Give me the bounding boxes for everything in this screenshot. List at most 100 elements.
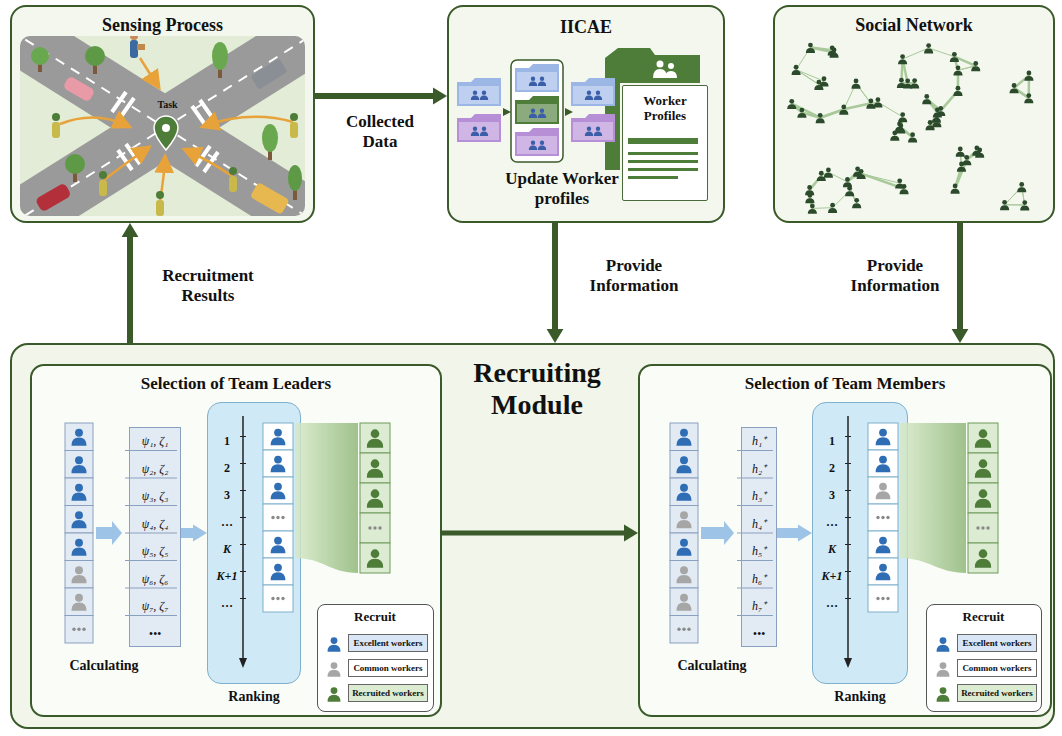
- network-link: [861, 174, 904, 189]
- person-icon: [596, 127, 600, 131]
- worker-cell: [360, 423, 390, 453]
- person-icon: [676, 575, 691, 583]
- worker-cell: [65, 478, 93, 506]
- folder-icon: [457, 78, 501, 106]
- folder-icon: [573, 122, 613, 140]
- person-icon: [879, 537, 887, 545]
- person-icon: [932, 122, 941, 127]
- rank-tick: [240, 571, 246, 572]
- street-scene: [20, 36, 305, 216]
- person-icon: [371, 549, 380, 558]
- person-icon: [676, 465, 691, 473]
- person-icon: [972, 151, 981, 156]
- person-icon: [879, 483, 887, 491]
- person-icon: [71, 548, 86, 556]
- person-icon: [956, 65, 961, 70]
- person-icon: [900, 112, 905, 117]
- ellipsis-dots: [876, 597, 879, 600]
- person-icon: [908, 138, 917, 143]
- node-text: •••: [742, 621, 776, 649]
- person-icon: [471, 95, 479, 100]
- legend-text: Common workers: [957, 659, 1037, 677]
- swatch-icon: [324, 633, 344, 653]
- person-icon: [680, 539, 688, 547]
- person-icon: [938, 106, 943, 111]
- network-link: [1005, 204, 1025, 205]
- person-icon: [817, 176, 826, 181]
- value-column: h₁⁺h₂⁺h₃⁺h₄⁺h₅⁺h₆⁺h₇⁺•••: [741, 427, 777, 647]
- rank-tick: [240, 436, 246, 437]
- person-icon: [1020, 205, 1029, 210]
- node-text: h₁⁺: [742, 428, 776, 456]
- ellipsis-dots: [281, 516, 284, 519]
- person-icon: [797, 113, 806, 118]
- person-icon: [819, 171, 824, 176]
- swatch-icon: [324, 683, 344, 703]
- person-icon: [531, 77, 535, 81]
- cell-line: [737, 478, 773, 479]
- person-icon: [937, 645, 950, 652]
- recruit-legend-box: RecruitExcellent workersCommon workersRe…: [926, 604, 1042, 712]
- person-icon: [830, 203, 835, 208]
- folder-icon: [571, 78, 615, 106]
- person-icon: [806, 48, 815, 53]
- ellipsis-dots: [276, 597, 279, 600]
- cell-line: [125, 615, 177, 616]
- node-text: ψ₆, ζ₆: [130, 566, 180, 594]
- person-icon: [851, 84, 860, 89]
- value-column: ψ₁, ζ₁ψ₂, ζ₂ψ₃, ζ₃ψ₄, ζ₄ψ₅, ζ₅ψ₆, ζ₆ψ₇, …: [129, 427, 181, 647]
- person-icon: [676, 438, 691, 446]
- connector-line: [127, 236, 133, 343]
- node-text: 3: [815, 482, 849, 509]
- cell-line: [125, 450, 177, 451]
- person-icon: [538, 113, 546, 118]
- person-icon: [75, 429, 83, 437]
- person-icon: [540, 109, 544, 113]
- person-icon: [928, 120, 933, 125]
- person-icon: [903, 84, 912, 89]
- person-icon: [529, 145, 537, 150]
- node-text: ψ₇, ζ₇: [130, 593, 180, 621]
- person-icon: [274, 456, 282, 464]
- person-icon: [328, 695, 341, 702]
- person-icon: [952, 52, 957, 57]
- rank-tick: [845, 490, 851, 491]
- swatch-icon: [933, 633, 953, 653]
- arrow-head: [433, 88, 447, 105]
- legend-text: Excellent workers: [348, 634, 428, 652]
- person-icon: [973, 61, 978, 66]
- worker-figure: [52, 36, 298, 216]
- person-icon: [819, 82, 828, 87]
- person-icon: [1022, 200, 1027, 205]
- legend-swatch: [933, 683, 953, 703]
- person-icon: [900, 54, 905, 59]
- ellipsis-dots: [271, 516, 274, 519]
- person-icon: [937, 695, 950, 702]
- person-icon: [1000, 205, 1009, 210]
- node-text: •••: [130, 621, 180, 649]
- worker-cell: [263, 504, 293, 531]
- person-icon: [271, 491, 286, 499]
- worker-cell: [65, 561, 93, 589]
- network-link: [1005, 204, 1025, 205]
- worker-cell: [65, 451, 93, 479]
- worker-cell: [670, 616, 698, 644]
- person-icon: [540, 77, 544, 81]
- person-icon: [271, 572, 286, 580]
- person-icon: [843, 182, 852, 187]
- person-icon: [480, 95, 488, 100]
- person-icon: [71, 493, 86, 501]
- person-icon: [594, 131, 602, 136]
- connector-arrow: [547, 223, 564, 343]
- ellipsis-dots: [271, 597, 274, 600]
- worker-cell: [263, 531, 293, 558]
- person-icon: [331, 662, 338, 669]
- flow-arrow: [96, 521, 122, 545]
- person-icon: [818, 113, 823, 118]
- person-icon: [1010, 88, 1019, 93]
- folder-icon: [459, 86, 499, 104]
- node-text: ψ₁, ζ₁: [130, 428, 180, 456]
- person-icon: [529, 113, 537, 118]
- ellipsis-dots: [682, 628, 685, 631]
- person-icon: [879, 564, 887, 572]
